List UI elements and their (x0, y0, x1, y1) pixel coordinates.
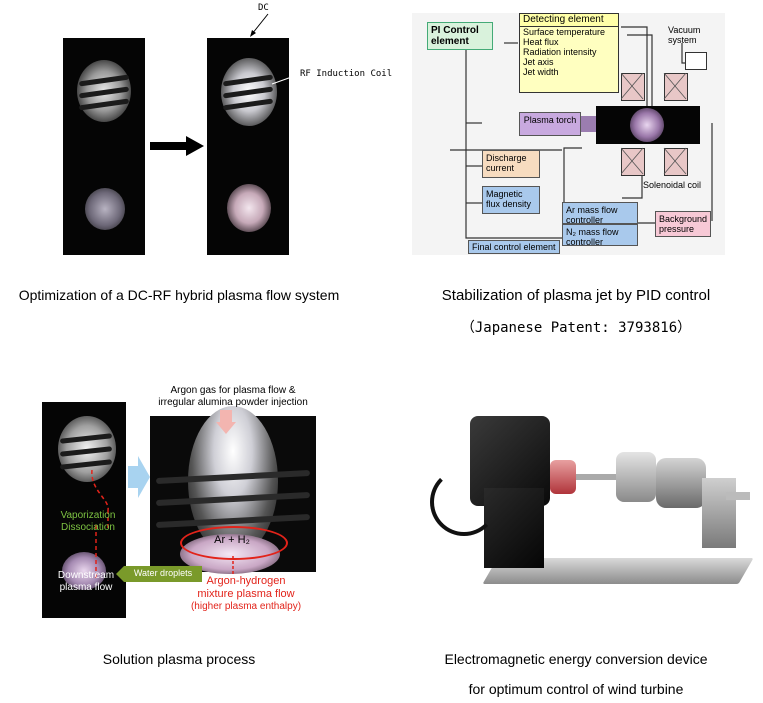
detecting-title: Detecting element (520, 14, 618, 27)
rf-coil-label: RF Induction Coil (300, 69, 393, 79)
arrow-right-icon (150, 136, 204, 156)
detecting-item: Jet width (523, 67, 559, 77)
magnetic-flux-box: Magnetic flux density (482, 186, 540, 214)
n2-flow-controller-box: N₂ mass flow controller (562, 224, 638, 247)
discharge-current-box: Discharge current (482, 150, 540, 178)
plasma-photo-left (63, 38, 145, 255)
diagram-lines (450, 26, 713, 239)
water-droplets-label: Water droplets (133, 568, 193, 578)
ar-flow-controller-box: Ar mass flow controller (562, 202, 638, 225)
caption-solution: Solution plasma process (102, 651, 256, 667)
argon-label-1: Argon gas for plasma flow & (170, 385, 296, 396)
shaft-end (726, 492, 750, 500)
coupling-red (550, 460, 576, 494)
detecting-element-box: Detecting element Surface temperature He… (519, 13, 619, 93)
final-control-box: Final control element (468, 240, 560, 254)
caption-dc-rf: Optimization of a DC-RF hybrid plasma fl… (18, 287, 340, 303)
pi-control-box: PI Control element (427, 22, 493, 50)
caption-device-2: for optimum control of wind turbine (468, 681, 684, 697)
rf-pointer (271, 73, 301, 85)
detecting-item: Surface temperature (523, 27, 606, 37)
dissociation-label: Dissociation (61, 522, 115, 533)
dc-pointer (250, 13, 269, 37)
bearing-stand (702, 478, 736, 548)
generator-1 (616, 452, 656, 502)
injection-arrow-icon (216, 410, 236, 434)
mix-label-1: Argon-hydrogen (206, 575, 286, 587)
mix-label-3: (higher plasma enthalpy) (190, 601, 302, 612)
ar-h2-label: Ar + H₂ (214, 534, 250, 546)
device-photo (430, 408, 754, 630)
downstream-label-2: plasma flow (59, 582, 113, 593)
detecting-item: Radiation intensity (523, 47, 597, 57)
mix-label-2: mixture plasma flow (197, 588, 295, 600)
plasma-torch-box: Plasma torch (519, 112, 581, 136)
flow-arrow-icon (128, 456, 150, 498)
torch-connector (581, 116, 596, 132)
circulation-arrows (91, 470, 109, 578)
dc-label: DC (258, 3, 269, 13)
shaft (576, 474, 616, 480)
generator-2 (656, 458, 706, 508)
plasma-chamber (596, 106, 700, 144)
vacuum-pump (685, 52, 707, 70)
vaporization-label: Vaporization (60, 510, 116, 521)
detecting-item: Jet axis (523, 57, 554, 67)
argon-label-2: irregular alumina powder injection (158, 397, 308, 408)
downstream-label-1: Downstream (57, 570, 115, 581)
detecting-item: Heat flux (523, 37, 559, 47)
caption-patent: （Japanese Patent: 3793816） (460, 320, 692, 336)
solenoidal-coil-label: Solenoidal coil (643, 180, 702, 190)
caption-device-1: Electromagnetic energy conversion device (444, 651, 708, 667)
background-pressure-box: Background pressure (655, 211, 711, 237)
ar-h2-pointer (232, 556, 234, 574)
vacuum-label: Vacuum system (668, 25, 701, 45)
cable (430, 468, 498, 536)
solution-photo-left (42, 402, 126, 618)
plasma-photo-right (207, 38, 289, 255)
water-droplets-arrow (116, 566, 202, 582)
caption-pid: Stabilization of plasma jet by PID contr… (441, 287, 711, 304)
coil-cross-marks (621, 73, 687, 175)
ar-h2-ellipse (180, 526, 288, 560)
